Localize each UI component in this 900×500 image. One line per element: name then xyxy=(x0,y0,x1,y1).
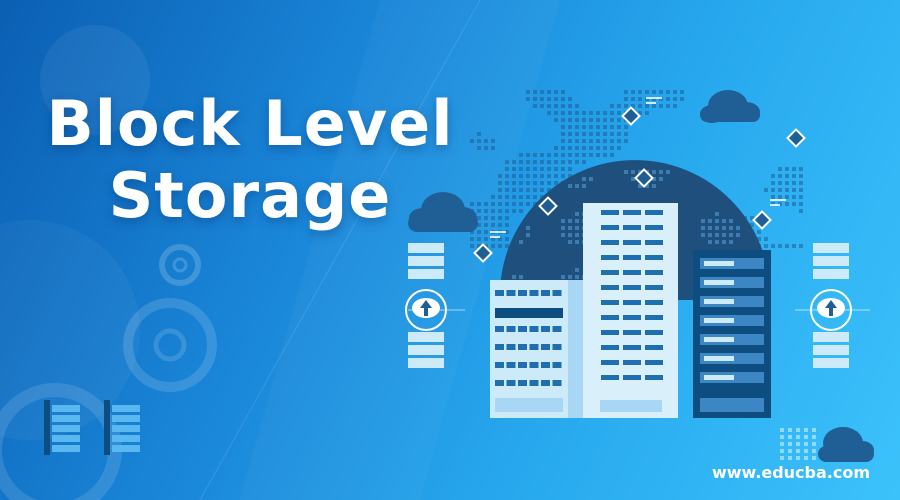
server-icon xyxy=(44,400,140,455)
cloud-upload-icon xyxy=(810,289,852,331)
website-url: www.educba.com xyxy=(711,463,870,482)
cloud-icon xyxy=(818,427,874,462)
server-rack-center xyxy=(583,203,678,418)
dot-grid xyxy=(780,428,816,460)
title-line-2: Storage xyxy=(108,159,392,232)
page-title: Block Level Storage xyxy=(0,88,500,232)
server-rack-right xyxy=(693,250,771,418)
world-map-dots xyxy=(470,90,803,248)
cloud-icon xyxy=(700,90,760,123)
gear-icon xyxy=(123,298,217,392)
signal-lines xyxy=(490,97,786,238)
diamond-icon xyxy=(473,106,806,263)
cloud-icon xyxy=(408,192,478,232)
cloud-upload-icon xyxy=(405,289,447,331)
server-rack-left xyxy=(490,280,584,418)
gear-icon xyxy=(159,244,201,286)
title-line-1: Block Level xyxy=(46,87,454,160)
background-shapes xyxy=(0,0,560,500)
